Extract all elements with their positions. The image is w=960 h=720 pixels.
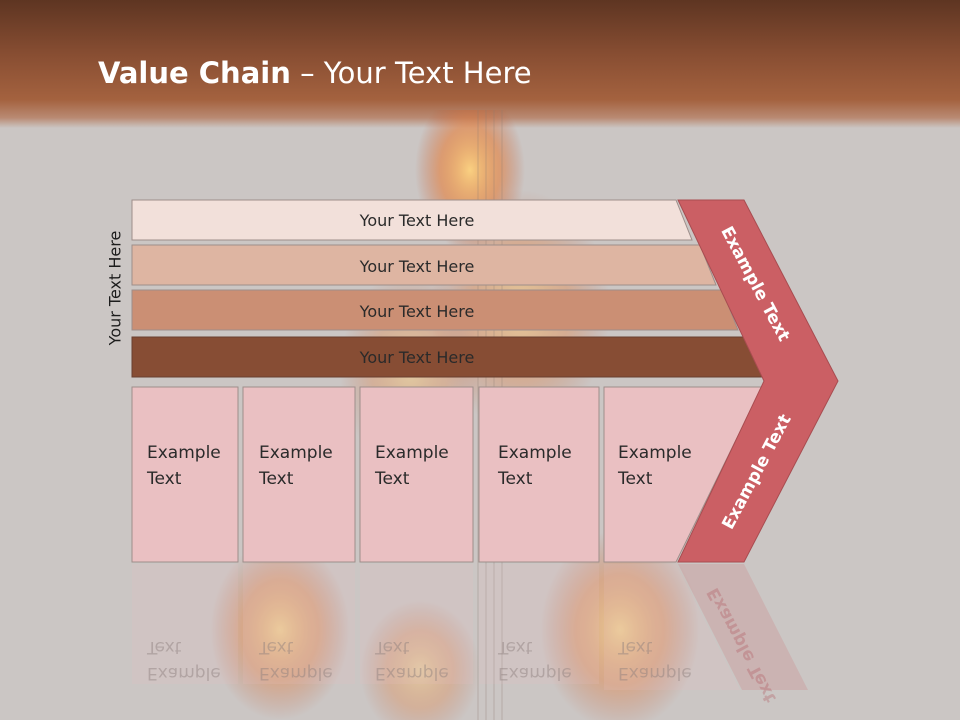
- cell-line: Example: [618, 663, 692, 683]
- primary-cell-2[interactable]: [242, 386, 356, 563]
- support-bar-3[interactable]: [131, 289, 739, 331]
- support-bar-1-label: Your Text Here: [359, 210, 475, 230]
- side-label: Your Text Here: [105, 230, 125, 346]
- primary-cell-4[interactable]: [478, 386, 600, 563]
- title-bold-part: Value Chain: [98, 56, 291, 90]
- primary-cell-5-reflection: Example Text: [618, 634, 692, 686]
- cell-line: Text: [147, 469, 182, 489]
- cell-line: Example: [375, 663, 449, 683]
- cell-line: Example: [498, 443, 572, 463]
- title-banner: [0, 0, 960, 128]
- cell-line: Text: [498, 469, 533, 489]
- primary-cell-1-text: Example Text: [147, 440, 221, 492]
- cell-line: Text: [498, 637, 533, 657]
- primary-cell-2-reflection: Example Text: [259, 634, 333, 686]
- primary-cell-3[interactable]: [359, 386, 474, 563]
- primary-cell-5[interactable]: [603, 386, 763, 563]
- cell-line: Text: [259, 469, 294, 489]
- slide-title: Value Chain – Your Text Here: [98, 53, 532, 93]
- cell-line: Example: [375, 443, 449, 463]
- cell-line: Example: [147, 663, 221, 683]
- cell-line: Text: [147, 637, 182, 657]
- cell-line: Example: [259, 663, 333, 683]
- support-bar-1[interactable]: [131, 199, 693, 241]
- cell-line: Example: [618, 443, 692, 463]
- title-regular-part: – Your Text Here: [290, 56, 532, 90]
- cell-line: Example: [259, 443, 333, 463]
- primary-cell-5-text: Example Text: [618, 440, 692, 492]
- support-bar-2[interactable]: [131, 244, 717, 286]
- primary-cell-3-reflection: Example Text: [375, 634, 449, 686]
- margin-chevron[interactable]: [677, 199, 839, 563]
- cell-line: Text: [259, 637, 294, 657]
- support-bar-3-label: Your Text Here: [359, 301, 475, 321]
- cell-line: Example: [498, 663, 572, 683]
- primary-cell-4-reflection: Example Text: [498, 634, 572, 686]
- cell-line: Text: [375, 469, 410, 489]
- support-bar-4-label: Your Text Here: [359, 347, 475, 367]
- cell-line: Text: [375, 637, 410, 657]
- primary-cell-3-text: Example Text: [375, 440, 449, 492]
- support-bar-2-label: Your Text Here: [359, 256, 475, 276]
- cell-line: Text: [618, 469, 653, 489]
- primary-cell-1[interactable]: [131, 386, 239, 563]
- primary-cell-4-text: Example Text: [498, 440, 572, 492]
- primary-cell-2-text: Example Text: [259, 440, 333, 492]
- cell-line: Example: [147, 443, 221, 463]
- cell-line: Text: [618, 637, 653, 657]
- primary-cell-1-reflection: Example Text: [147, 634, 221, 686]
